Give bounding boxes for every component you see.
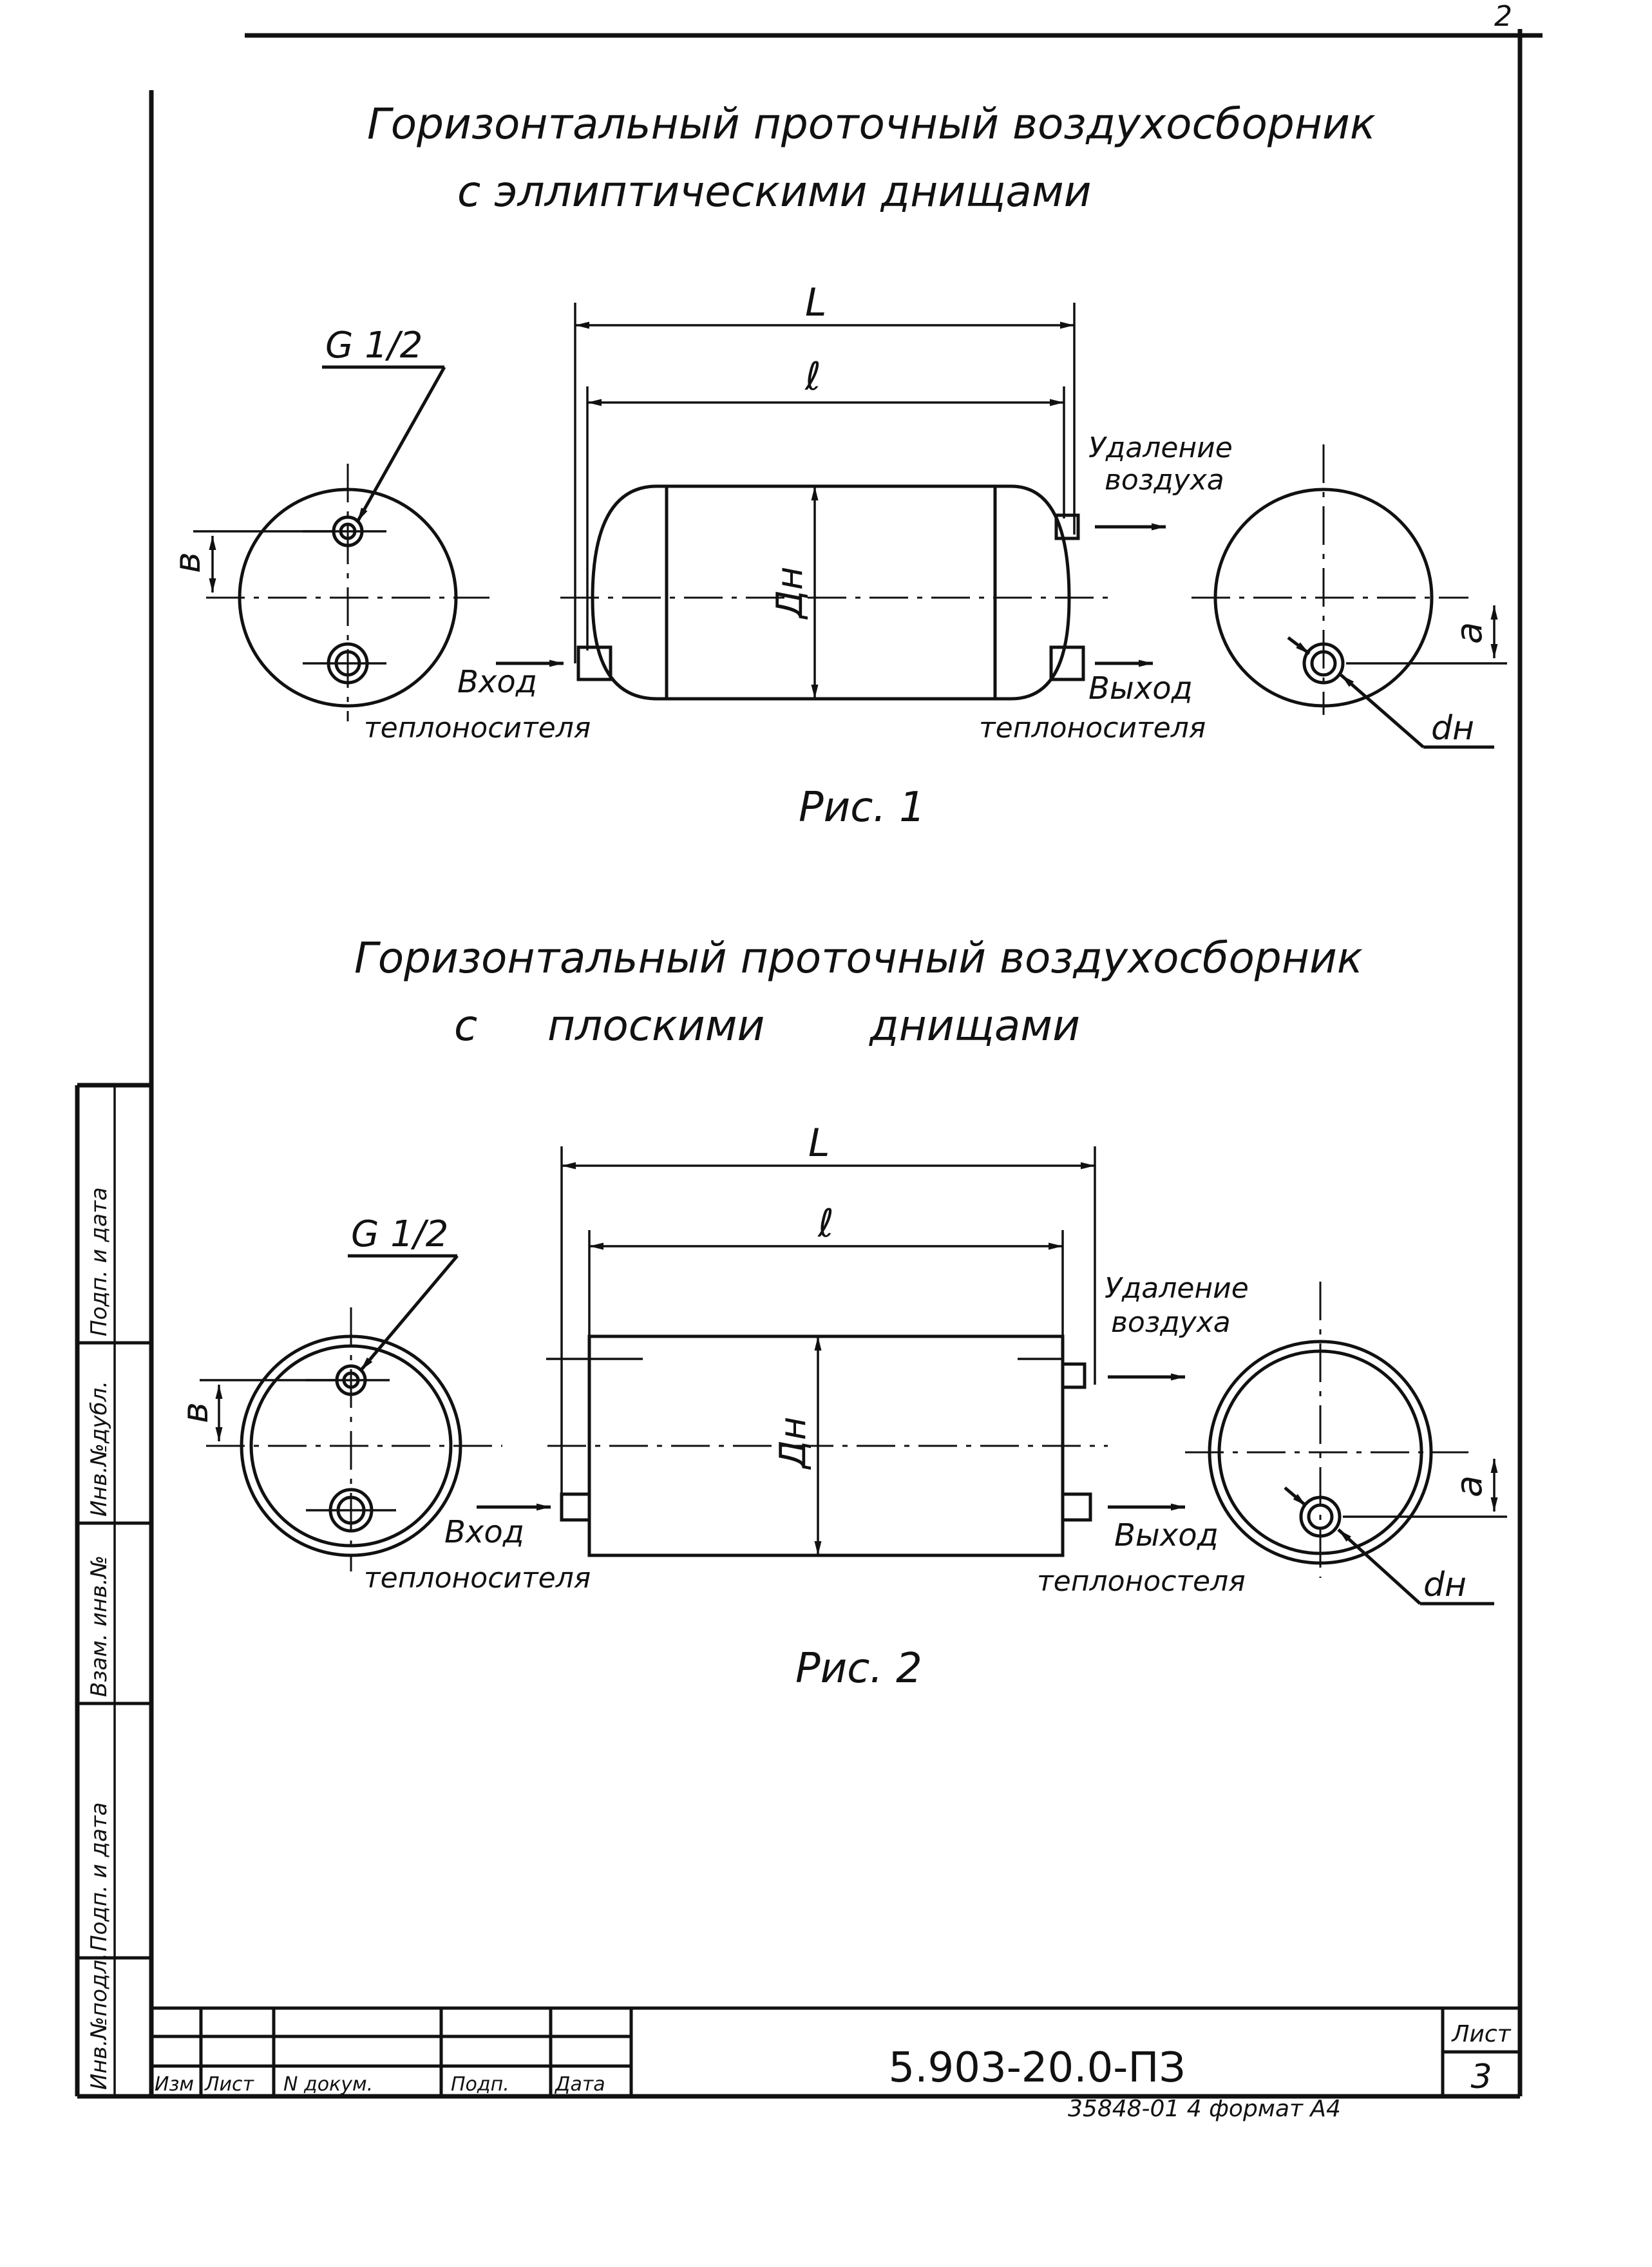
fig1-label-b: в — [167, 552, 209, 573]
figure-2: Горизонтальный проточный воздухосборник … — [175, 933, 1507, 1693]
fig2-title-line2-c: днищами — [869, 1001, 1080, 1050]
stamp-inv-podl: Инв.№подл. — [86, 1953, 112, 2090]
fig2-caption: Рис. 2 — [795, 1645, 922, 1693]
fig2-label-b: в — [175, 1402, 216, 1423]
side-stamp: Инв.№подл. Подп. и дата Взам. инв.№ Инв.… — [77, 1085, 151, 2096]
fig2-label-a: a — [1448, 1475, 1490, 1497]
col-podp: Подп. — [451, 2073, 509, 2096]
fig1-caption: Рис. 1 — [799, 784, 926, 831]
fig2-inlet-1: Вход — [444, 1514, 524, 1550]
fig2-vessel-side-view: Дн L ℓ Удаление воздуха Вход теплоносите… — [364, 1121, 1249, 1598]
fig2-right-end-view: a dн — [1185, 1282, 1507, 1606]
col-data: Дата — [554, 2073, 605, 2096]
stamp-podp-data-2: Подп. и дата — [86, 1187, 112, 1336]
fig1-label-g: G 1/2 — [325, 325, 422, 366]
sheet-label: Лист — [1450, 2021, 1511, 2047]
figure-1: Горизонтальный проточный воздухосборник … — [167, 99, 1507, 831]
fig1-label-dn: Дн — [769, 567, 811, 620]
fig2-label-l: ℓ — [817, 1201, 834, 1246]
sheet-value: 3 — [1470, 2058, 1492, 2096]
col-list: Лист — [204, 2073, 255, 2096]
stamp-podp-data-1: Подп. и дата — [86, 1802, 112, 1951]
fig1-label-dn-small: dн — [1431, 709, 1474, 748]
fig1-inlet-2: теплоносителя — [364, 712, 591, 745]
fig1-outlet-1: Выход — [1088, 670, 1193, 707]
col-doc: N докум. — [283, 2073, 373, 2096]
fig1-right-end-view: a dн — [1192, 444, 1507, 749]
fig1-left-end-view: в G 1/2 — [167, 325, 489, 721]
fig2-label-dn-small: dн — [1423, 1566, 1467, 1604]
bottom-partial-text: 35848-01 4 формат А4 — [1068, 2096, 1341, 2122]
fig1-air-removal-1: Удаление — [1088, 432, 1233, 464]
fig2-inlet-2: теплоносителя — [364, 1562, 591, 1595]
fig1-label-l: ℓ — [804, 354, 821, 399]
sheet-frame — [75, 29, 1543, 2099]
sheet-number: 2 — [1494, 0, 1512, 33]
fig2-air-removal-1: Удаление — [1105, 1272, 1249, 1305]
fig1-title-line1: Горизонтальный проточный воздухосборник — [367, 99, 1376, 149]
fig2-label-L: L — [808, 1121, 830, 1166]
fig2-label-dn: Дн — [772, 1417, 814, 1470]
title-block: Изм Лист N докум. Подп. Дата 5.903-20.0-… — [151, 2006, 1520, 2122]
fig1-inlet-1: Вход — [457, 664, 537, 700]
col-izm: Изм — [155, 2073, 194, 2096]
fig1-air-removal-2: воздуха — [1105, 464, 1224, 497]
fig2-label-g: G 1/2 — [351, 1213, 448, 1255]
fig2-left-end-view: в G 1/2 — [175, 1213, 502, 1571]
fig1-label-L: L — [805, 280, 826, 325]
fig1-label-a: a — [1448, 622, 1490, 644]
fig1-vessel-side-view: Дн L ℓ Удаление воздуха Вход теплоносите… — [364, 280, 1233, 745]
fig2-air-removal-2: воздуха — [1111, 1306, 1231, 1339]
fig2-outlet-2: теплоностеля — [1037, 1565, 1246, 1598]
fig2-outlet-1: Выход — [1114, 1517, 1219, 1553]
fig1-outlet-2: теплоносителя — [979, 712, 1206, 745]
fig2-title-line2-a: с — [454, 1001, 477, 1050]
document-designation: 5.903-20.0-ПЗ — [888, 2044, 1185, 2092]
stamp-vzam-inv: Взам. инв.№ — [86, 1555, 112, 1697]
fig2-title-line1: Горизонтальный проточный воздухосборник — [354, 933, 1363, 983]
stamp-inv-dubl: Инв.№дубл. — [86, 1381, 112, 1517]
fig1-title-line2: с эллиптическими днищами — [457, 167, 1092, 216]
fig2-title-line2-b: плоскими — [547, 1001, 764, 1050]
